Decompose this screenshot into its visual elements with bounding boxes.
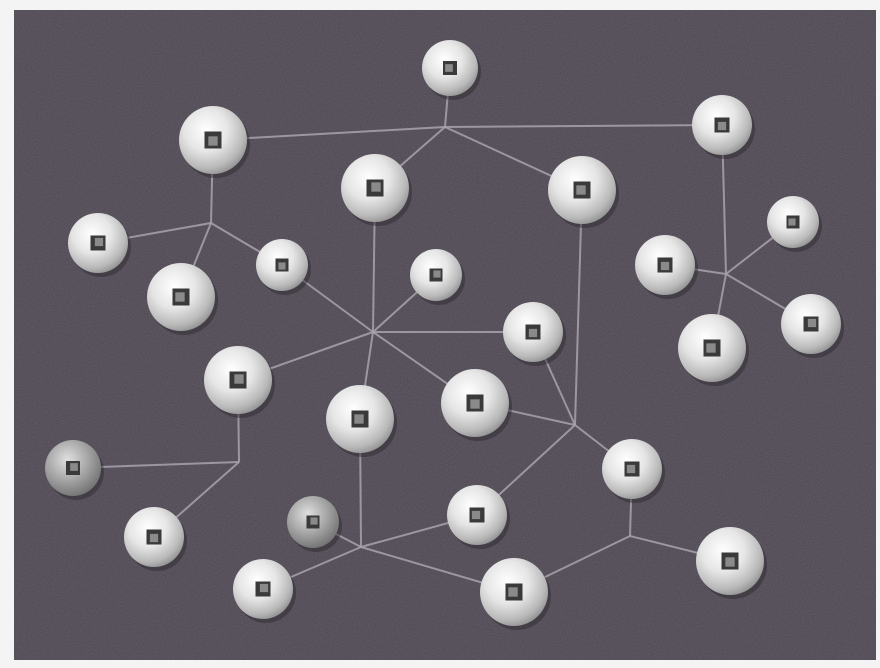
node-glyph-detail-icon	[310, 517, 318, 525]
network-node	[422, 40, 481, 100]
node-glyph-detail-icon	[788, 218, 796, 226]
network-node	[204, 346, 275, 418]
network-node	[287, 496, 342, 552]
network-node	[548, 156, 619, 228]
network-node	[696, 527, 767, 599]
network-node	[602, 439, 665, 503]
network-node	[179, 106, 250, 178]
node-glyph-detail-icon	[807, 318, 817, 328]
node-glyph-detail-icon	[471, 510, 481, 520]
node-glyph-detail-icon	[445, 64, 453, 72]
node-glyph-detail-icon	[706, 343, 716, 353]
node-glyph-detail-icon	[470, 399, 480, 409]
node-glyph-detail-icon	[433, 270, 441, 278]
node-glyph-detail-icon	[234, 374, 244, 384]
network-node	[767, 196, 822, 252]
network-node	[678, 314, 749, 386]
network-node	[147, 263, 218, 335]
network-node	[781, 294, 844, 358]
connector-line	[212, 126, 446, 141]
connector-line	[574, 189, 583, 426]
node-glyph-detail-icon	[259, 583, 269, 593]
node-glyph-detail-icon	[528, 328, 538, 338]
network-node	[480, 558, 551, 630]
network-node	[233, 559, 296, 623]
network-node	[635, 235, 698, 299]
node-glyph-detail-icon	[508, 587, 518, 597]
network-node	[68, 213, 131, 277]
node-layer	[45, 40, 844, 630]
network-node	[447, 485, 510, 549]
node-glyph-detail-icon	[371, 182, 381, 192]
network-node	[410, 249, 465, 305]
node-glyph-detail-icon	[94, 237, 104, 247]
node-glyph-detail-icon	[354, 414, 364, 424]
connector-line	[444, 124, 723, 128]
network-node	[503, 302, 566, 366]
node-glyph-detail-icon	[208, 136, 218, 146]
node-glyph-detail-icon	[717, 121, 727, 131]
node-glyph-detail-icon	[660, 261, 670, 271]
node-glyph-detail-icon	[175, 292, 185, 302]
network-node	[256, 239, 311, 295]
network-node	[124, 507, 187, 571]
network-node	[341, 154, 412, 226]
network-diagram	[14, 10, 876, 660]
node-glyph-detail-icon	[278, 262, 286, 270]
node-glyph-detail-icon	[70, 463, 78, 471]
network-node	[441, 369, 512, 441]
node-glyph-detail-icon	[576, 185, 586, 195]
node-glyph-detail-icon	[149, 533, 159, 543]
network-node	[45, 440, 104, 500]
network-node	[692, 95, 755, 159]
network-node	[326, 385, 397, 457]
node-glyph-detail-icon	[626, 464, 636, 474]
network-diagram-panel	[14, 10, 876, 660]
node-glyph-detail-icon	[725, 557, 735, 567]
